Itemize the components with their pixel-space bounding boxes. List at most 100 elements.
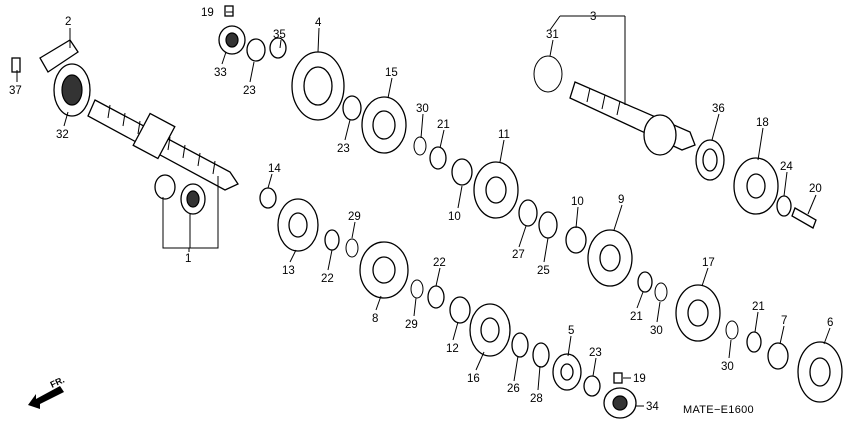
callout-29-a: 29 bbox=[348, 211, 361, 223]
bearing-12 bbox=[449, 296, 471, 324]
callout-23-b: 23 bbox=[337, 143, 350, 155]
washer-28 bbox=[532, 342, 550, 368]
bearing-10-mid bbox=[565, 226, 587, 254]
collar-19-low bbox=[613, 372, 623, 384]
washer-27 bbox=[518, 199, 538, 227]
callout-29-b: 29 bbox=[405, 319, 418, 331]
main-shaft bbox=[87, 99, 239, 191]
washer-21-low bbox=[746, 331, 762, 353]
bearing-10-top bbox=[451, 158, 473, 186]
bolt-20 bbox=[791, 207, 817, 229]
callout-30-a: 30 bbox=[416, 103, 429, 115]
callout-5: 5 bbox=[568, 325, 574, 337]
callout-33: 33 bbox=[214, 67, 227, 79]
gear-17 bbox=[675, 284, 721, 342]
callout-30-b: 30 bbox=[650, 325, 663, 337]
gear-9 bbox=[587, 229, 633, 287]
callout-23-a: 23 bbox=[243, 85, 256, 97]
circlip-30-mid bbox=[654, 282, 668, 302]
callout-24: 24 bbox=[780, 161, 793, 173]
front-direction-label: FR. bbox=[49, 375, 66, 390]
callout-21-c: 21 bbox=[752, 301, 765, 313]
diagram-code: MATE−E1600 bbox=[683, 404, 754, 416]
callout-35: 35 bbox=[273, 29, 286, 41]
callout-8: 8 bbox=[372, 313, 378, 325]
callout-1: 1 bbox=[185, 253, 191, 265]
bearing-33 bbox=[218, 25, 246, 55]
washer-24 bbox=[776, 195, 792, 217]
bearing-34 bbox=[603, 387, 637, 419]
collar-19-top bbox=[224, 5, 234, 17]
callout-30-c: 30 bbox=[721, 361, 734, 373]
callout-2: 2 bbox=[65, 16, 71, 28]
circlip-29-right bbox=[410, 279, 424, 299]
callout-18: 18 bbox=[756, 117, 769, 129]
callout-26: 26 bbox=[507, 383, 520, 395]
callout-13: 13 bbox=[282, 265, 295, 277]
gear-5 bbox=[552, 353, 582, 391]
callout-21-b: 21 bbox=[630, 311, 643, 323]
callout-27: 27 bbox=[512, 249, 525, 261]
gear-4 bbox=[291, 51, 345, 121]
callout-16: 16 bbox=[467, 373, 480, 385]
callout-14: 14 bbox=[268, 163, 281, 175]
callout-19-b: 19 bbox=[633, 373, 646, 385]
circlip-30-low bbox=[725, 320, 739, 340]
gear-8 bbox=[359, 241, 409, 299]
circlip-31 bbox=[533, 55, 563, 93]
callout-28: 28 bbox=[530, 393, 543, 405]
callout-37: 37 bbox=[9, 85, 22, 97]
callout-7: 7 bbox=[781, 315, 787, 327]
callout-34: 34 bbox=[646, 401, 659, 413]
gear-15 bbox=[361, 96, 407, 154]
callout-20: 20 bbox=[809, 183, 822, 195]
gear-13 bbox=[277, 198, 319, 252]
callout-17: 17 bbox=[702, 257, 715, 269]
callout-10-a: 10 bbox=[448, 211, 461, 223]
bearing-32 bbox=[53, 63, 91, 117]
callout-31: 31 bbox=[546, 29, 559, 41]
washer-22-right bbox=[427, 285, 445, 309]
bearing-35 bbox=[269, 37, 287, 59]
washer-22-left bbox=[324, 229, 340, 251]
washer-23-mid bbox=[342, 95, 362, 121]
callout-22-a: 22 bbox=[321, 273, 334, 285]
washer-26 bbox=[511, 332, 529, 358]
callout-19-a: 19 bbox=[201, 7, 214, 19]
callout-12: 12 bbox=[446, 343, 459, 355]
circlip-29-left bbox=[345, 238, 359, 258]
gear-16 bbox=[469, 303, 511, 357]
callout-9: 9 bbox=[618, 194, 624, 206]
countershaft-3 bbox=[569, 81, 696, 156]
collar-14 bbox=[259, 187, 277, 209]
callout-3: 3 bbox=[590, 11, 596, 23]
leader-lines bbox=[16, 11, 831, 407]
callout-11: 11 bbox=[498, 129, 510, 141]
callout-36: 36 bbox=[712, 103, 725, 115]
gear-6 bbox=[797, 341, 843, 403]
circlip-30-top bbox=[413, 136, 427, 156]
set-plate-2 bbox=[39, 39, 79, 73]
front-direction-arrow: FR. bbox=[28, 375, 66, 409]
callout-10-b: 10 bbox=[571, 196, 584, 208]
gear-11 bbox=[473, 161, 519, 219]
washer-21-mid bbox=[637, 271, 653, 293]
callout-25: 25 bbox=[537, 265, 550, 277]
callout-22-b: 22 bbox=[433, 257, 446, 269]
washer-21-top bbox=[429, 146, 447, 170]
callout-numbers: 1 2 3 4 5 6 7 8 9 10 10 11 12 13 14 15 1… bbox=[9, 7, 833, 413]
collar-7 bbox=[767, 342, 789, 370]
bolt-37 bbox=[11, 57, 21, 73]
callout-15: 15 bbox=[385, 67, 398, 79]
callout-23-c: 23 bbox=[589, 347, 602, 359]
lock-washer-25 bbox=[538, 211, 558, 239]
washer-23-low bbox=[583, 375, 601, 397]
oil-seal-36 bbox=[695, 139, 725, 181]
callout-32: 32 bbox=[56, 129, 69, 141]
bearing-1 bbox=[154, 174, 206, 215]
callout-4: 4 bbox=[315, 17, 322, 29]
drive-sprocket-18 bbox=[733, 157, 779, 215]
callout-6: 6 bbox=[827, 317, 833, 329]
callout-21-a: 21 bbox=[437, 119, 450, 131]
